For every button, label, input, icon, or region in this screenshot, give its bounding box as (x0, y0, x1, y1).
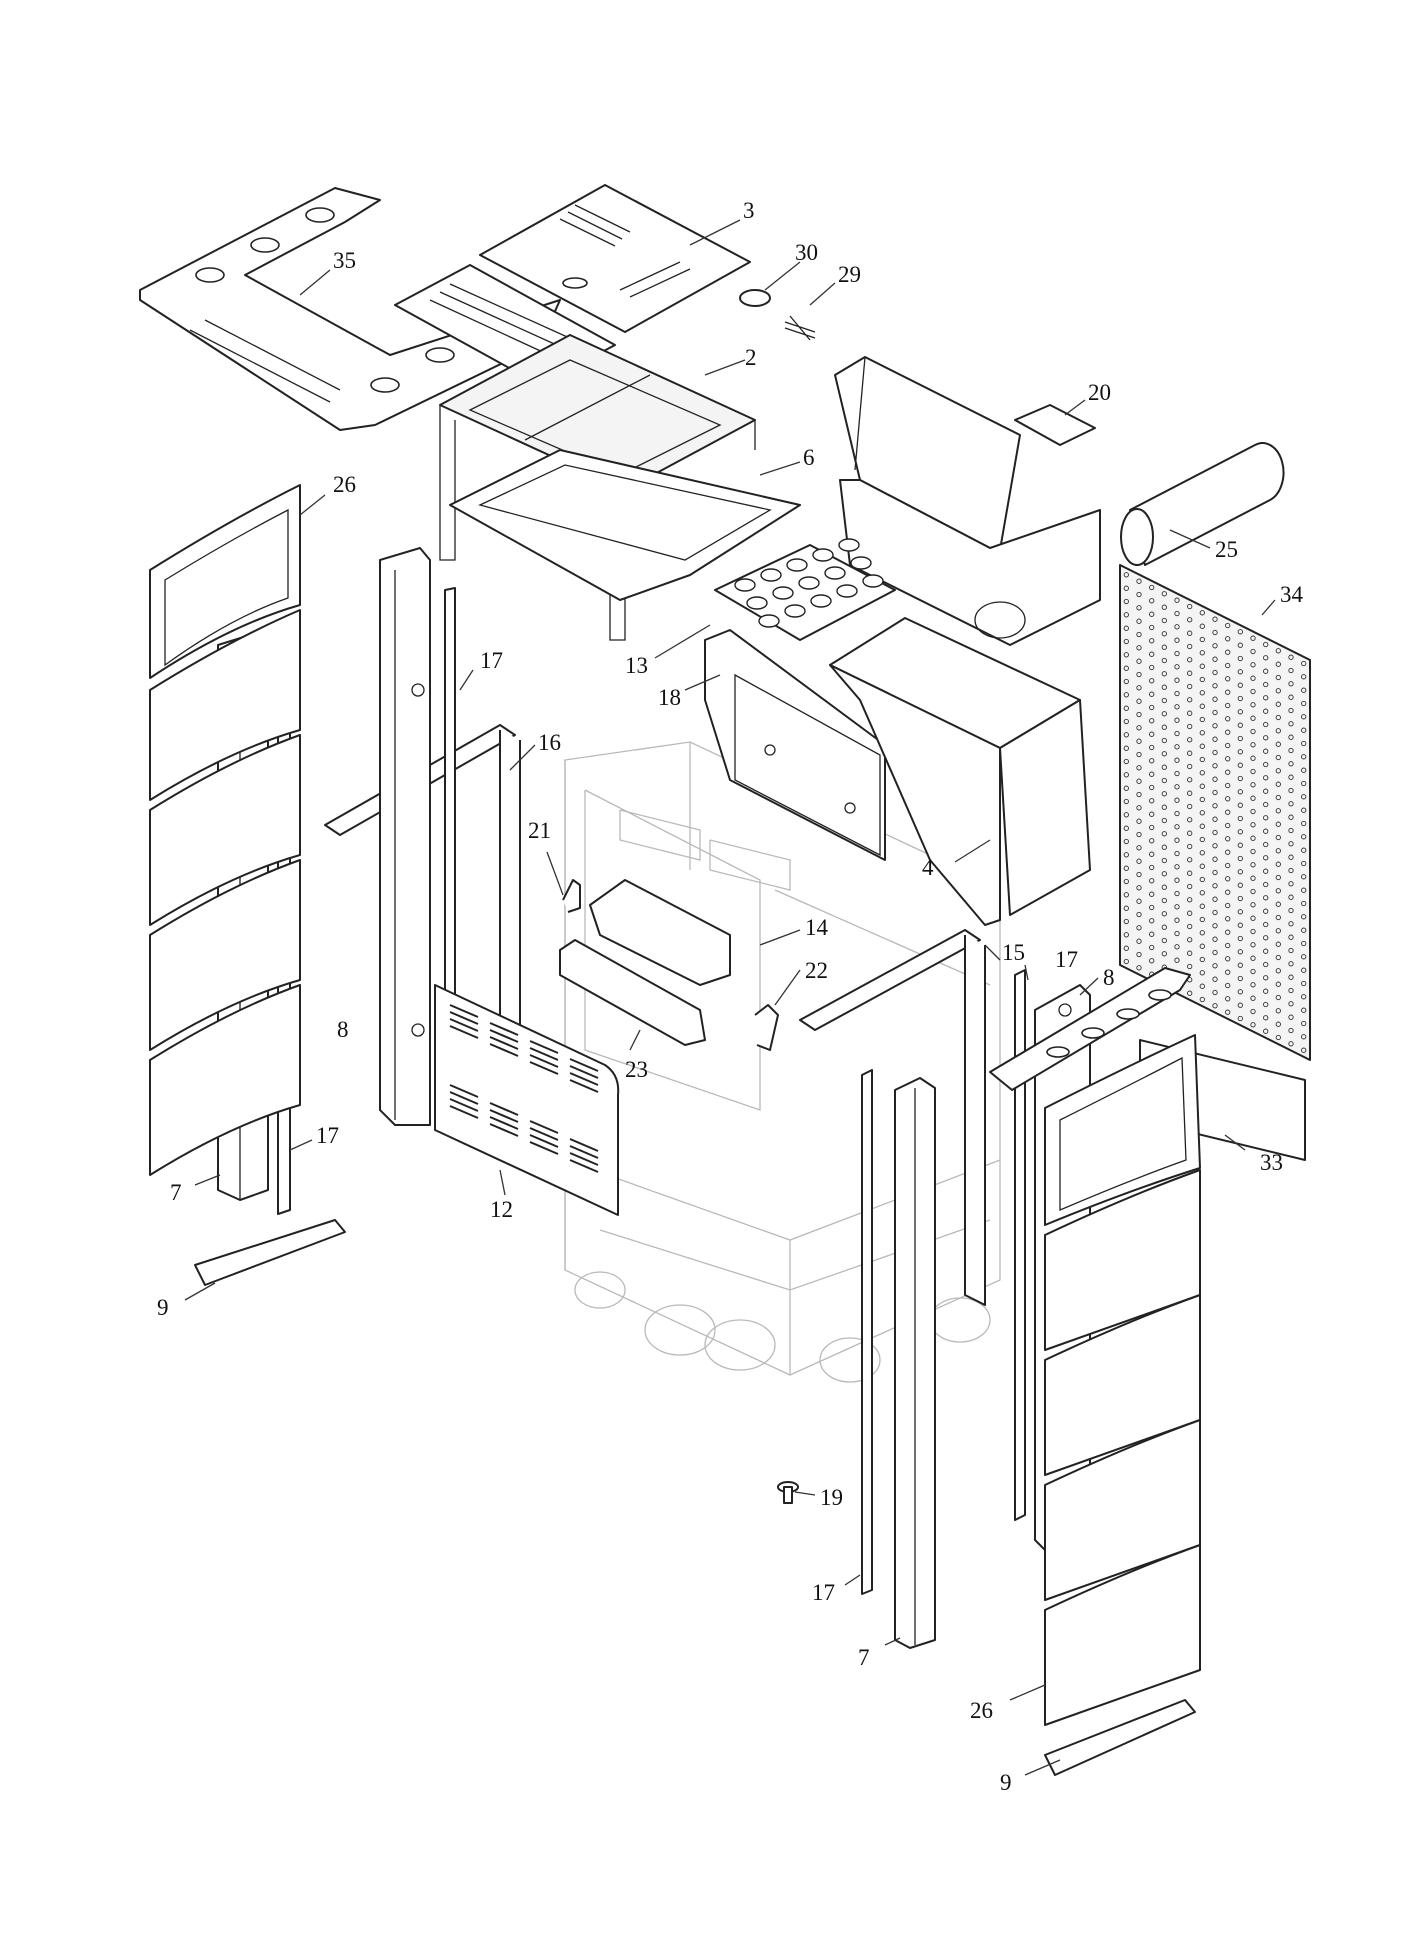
callout-6: 6 (803, 445, 815, 470)
strip-17-right-front (861, 1069, 873, 1595)
mesh-panel-34 (1119, 564, 1311, 1061)
top-lid-3 (479, 184, 751, 333)
callout-23: 23 (625, 1057, 648, 1082)
front-panel-12 (434, 984, 620, 1216)
strip-17-right-back (1014, 969, 1026, 1521)
callout-7-right: 7 (858, 1645, 870, 1670)
bracket-21 (562, 879, 581, 913)
callout-12: 12 (490, 1197, 513, 1222)
callout-3: 3 (743, 198, 755, 223)
callout-19: 19 (820, 1485, 843, 1510)
callout-labels: 3 30 29 35 2 20 6 26 25 34 13 17 18 16 2… (157, 198, 1304, 1795)
plate-20 (1014, 404, 1096, 446)
bracket-22 (754, 1004, 779, 1051)
plate-18 (704, 629, 886, 861)
callout-9-right: 9 (1000, 1770, 1012, 1795)
callout-21: 21 (528, 818, 551, 843)
tube-25 (1120, 442, 1285, 566)
deflector-14 (589, 879, 731, 986)
callout-8-left: 8 (337, 1017, 349, 1042)
callout-29: 29 (838, 262, 861, 287)
callout-18: 18 (658, 685, 681, 710)
right-panels-26 (1044, 1034, 1201, 1726)
callout-17-top: 17 (480, 648, 503, 673)
callout-9-left: 9 (157, 1295, 169, 1320)
callout-20: 20 (1088, 380, 1111, 405)
callout-17-left-bottom: 17 (316, 1123, 339, 1148)
bolt-19 (777, 1481, 799, 1504)
callout-17-bottom: 17 (812, 1580, 835, 1605)
deflector-23 (559, 939, 706, 1046)
callout-17-right-top: 17 (1055, 947, 1078, 972)
frame-15 (799, 929, 986, 1306)
callout-22: 22 (805, 958, 828, 983)
left-panels-26 (149, 484, 301, 1176)
callout-26-left: 26 (333, 472, 356, 497)
callout-26-right: 26 (970, 1698, 993, 1723)
callout-8-right: 8 (1103, 965, 1115, 990)
callout-25: 25 (1215, 537, 1238, 562)
base-frame-6 (449, 449, 801, 601)
right-shelf (989, 967, 1191, 1091)
callout-2: 2 (745, 345, 757, 370)
callout-14: 14 (805, 915, 829, 940)
callout-34: 34 (1280, 582, 1304, 607)
left-side-frame (379, 547, 431, 1126)
leader-lines (184, 219, 1276, 1776)
callout-16: 16 (538, 730, 561, 755)
hopper-top (834, 356, 1101, 646)
part-30-29 (739, 289, 816, 341)
foot-9-left (194, 1219, 346, 1286)
callout-4: 4 (922, 855, 934, 880)
callout-7-left: 7 (170, 1180, 182, 1205)
burner-grate-13 (714, 538, 896, 641)
callout-35: 35 (333, 248, 356, 273)
right-column-7 (894, 1077, 936, 1649)
callout-33: 33 (1260, 1150, 1283, 1175)
callout-13: 13 (625, 653, 648, 678)
foot-9-right (1044, 1699, 1196, 1776)
callout-30: 30 (795, 240, 818, 265)
callout-15: 15 (1002, 940, 1025, 965)
